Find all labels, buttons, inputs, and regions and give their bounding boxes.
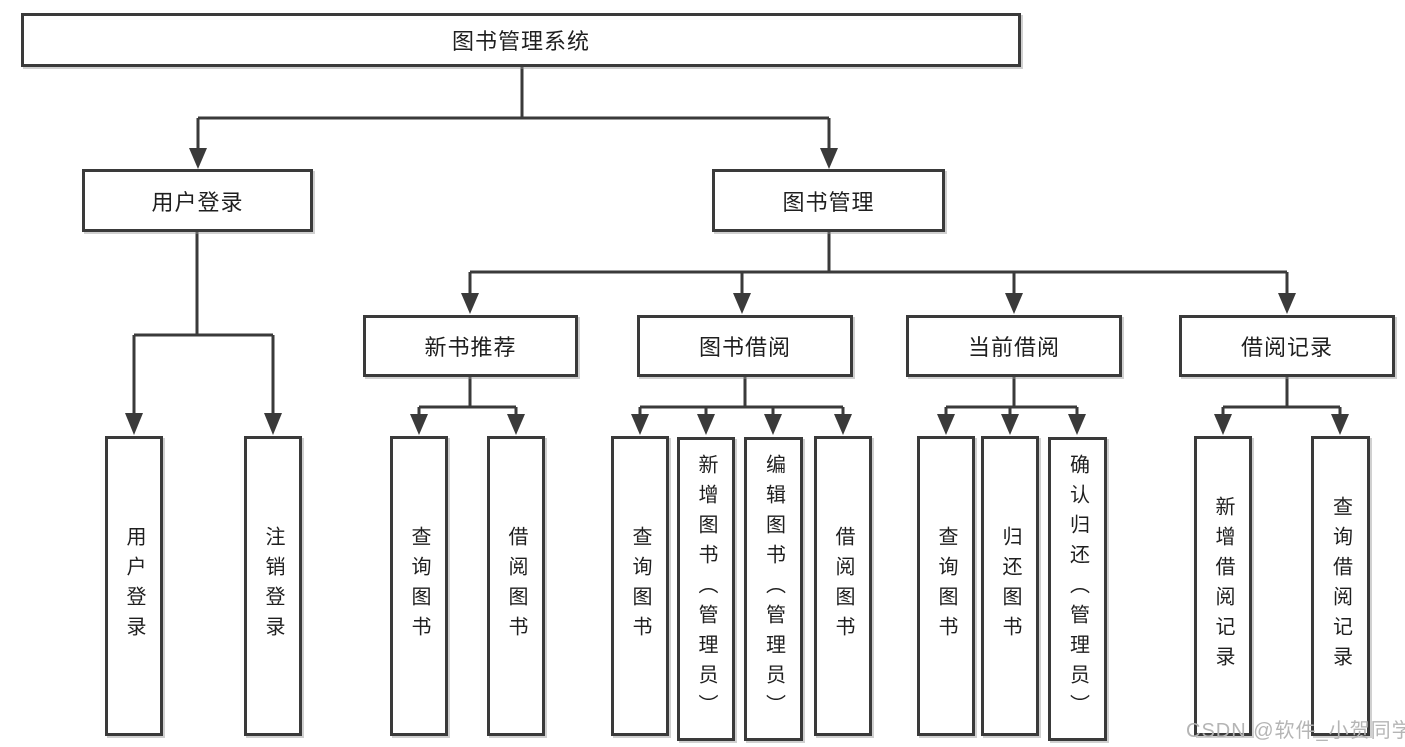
node-book-borrow: 图书借阅: [637, 315, 853, 377]
leaf-query-book-current: 查询图书: [917, 436, 975, 736]
leaf-borrow-book-recommend: 借阅图书: [487, 436, 545, 736]
arrowhead-user-login: [189, 148, 207, 169]
connector-user-login-children: [125, 232, 282, 435]
leaf-confirm-return-admin: 确认归还（管理员）: [1048, 437, 1107, 741]
leaf-query-book-recommend: 查询图书: [390, 436, 448, 736]
leaf-add-book-admin: 新增图书（管理员）: [677, 437, 735, 741]
leaf-logout: 注销登录: [244, 436, 302, 736]
connector-current-borrow-children: [937, 377, 1086, 435]
connector-borrow-record-children: [1214, 377, 1349, 435]
connector-new-book-children: [410, 377, 525, 435]
leaf-query-borrow-record: 查询借阅记录: [1311, 436, 1370, 736]
connector-book-borrow-children: [631, 377, 852, 435]
node-new-book-recommend: 新书推荐: [363, 315, 578, 377]
node-root: 图书管理系统: [21, 13, 1021, 67]
connector-book-management-children: [461, 232, 1296, 314]
leaf-add-borrow-record: 新增借阅记录: [1194, 436, 1252, 736]
arrowhead-book-management: [820, 148, 838, 169]
node-book-management: 图书管理: [712, 169, 945, 232]
node-current-borrow: 当前借阅: [906, 315, 1122, 377]
connector-root-to-level2: [189, 67, 838, 169]
node-borrow-record: 借阅记录: [1179, 315, 1395, 377]
leaf-borrow-book: 借阅图书: [814, 436, 872, 736]
watermark: CSDN @软件_小贺同学: [1186, 720, 1405, 742]
leaf-query-book-borrow: 查询图书: [611, 436, 669, 736]
leaf-user-login: 用户登录: [105, 436, 163, 736]
node-user-login: 用户登录: [82, 169, 313, 232]
leaf-edit-book-admin: 编辑图书（管理员）: [744, 437, 803, 741]
leaf-return-book: 归还图书: [981, 436, 1039, 736]
